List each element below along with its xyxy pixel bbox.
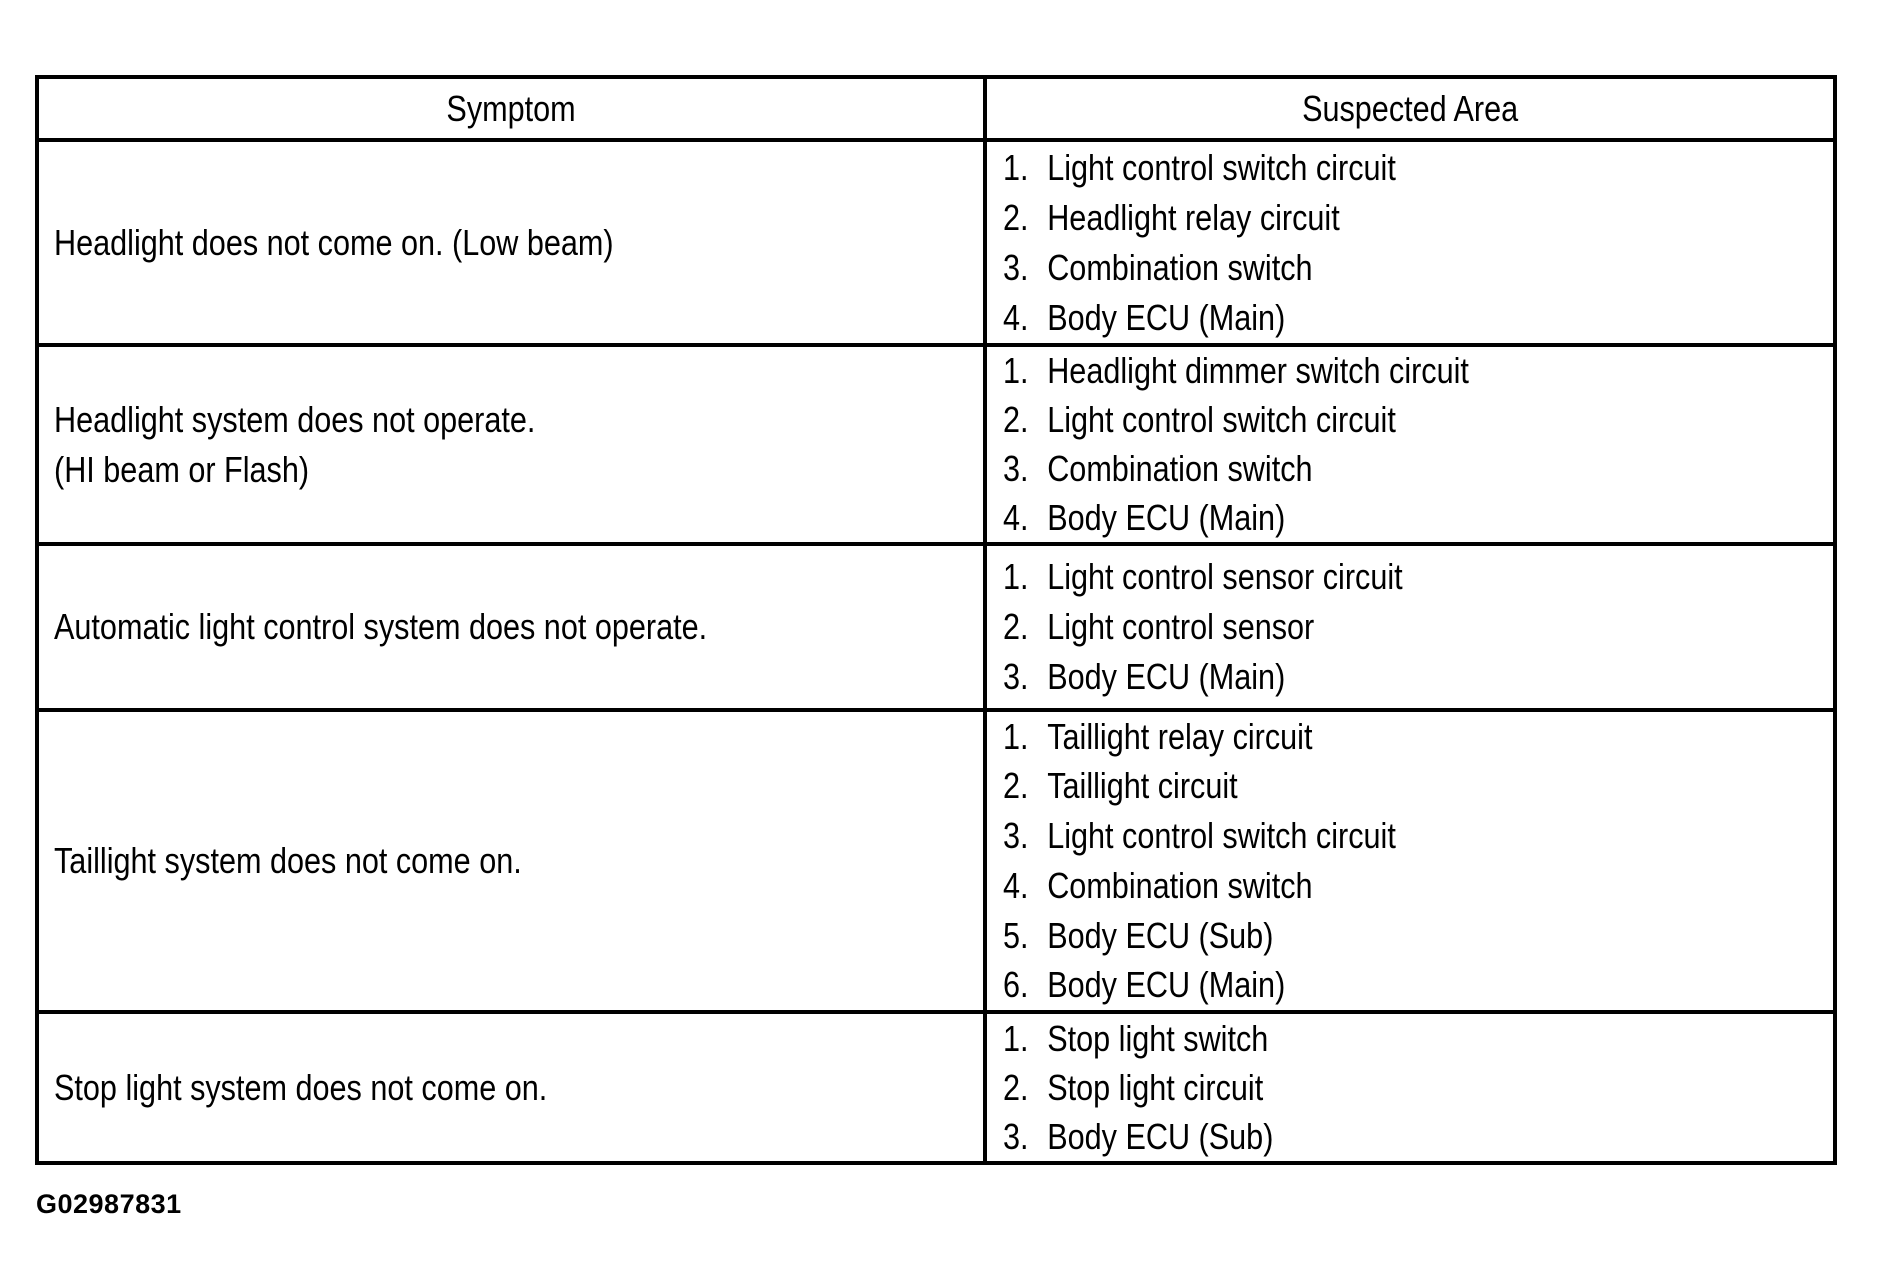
list-item: 2. Stop light circuit [1003,1063,1833,1112]
list-item-label: Body ECU (Sub) [1047,914,1274,956]
list-item-label: Body ECU (Sub) [1047,1115,1274,1157]
list-item: 3. Light control switch circuit [1003,811,1833,861]
header-cell-suspected-area: Suspected Area [983,79,1833,138]
list-item-label: Headlight dimmer switch circuit [1047,350,1469,392]
list-item: 4. Combination switch [1003,861,1833,911]
list-item-number: 4. [1003,496,1029,538]
symptom-cell: Headlight does not come on. (Low beam) [39,138,983,343]
list-item-number: 3. [1003,656,1029,697]
list-item-label: Combination switch [1047,864,1313,906]
list-item: 3. Body ECU (Main) [1003,652,1833,702]
list-item: 1. Light control switch circuit [1003,143,1833,193]
list-item-number: 2. [1003,606,1029,647]
list-item-number: 2. [1003,196,1029,238]
list-item-label: Stop light switch [1047,1017,1269,1059]
list-item: 4. Body ECU (Main) [1003,493,1833,542]
list-item-label: Stop light circuit [1047,1066,1264,1108]
list-item: 1. Stop light switch [1003,1014,1833,1063]
list-item-number: 2. [1003,765,1029,807]
column-header-suspected-area: Suspected Area [1301,87,1519,129]
symptom-text: Stop light system does not come on. [54,1066,548,1108]
symptom-text: Headlight system does not operate. [54,398,536,440]
symptom-text: (HI beam or Flash) [54,448,310,490]
list-item-label: Combination switch [1047,447,1313,489]
list-item: 1. Taillight relay circuit [1003,712,1833,762]
symptom-cell: Headlight system does not operate. (HI b… [39,343,983,542]
list-item-label: Body ECU (Main) [1047,296,1286,338]
list-item-label: Light control switch circuit [1047,815,1396,857]
symptom-cell: Taillight system does not come on. [39,708,983,1010]
column-header-symptom: Symptom [446,87,576,129]
list-item: 2. Light control switch circuit [1003,396,1833,445]
list-item-label: Light control switch circuit [1047,399,1396,441]
list-item-number: 4. [1003,864,1029,906]
list-item-label: Light control switch circuit [1047,146,1396,188]
symptom-text: Taillight system does not come on. [54,840,522,881]
symptom-text: Automatic light control system does not … [54,606,708,647]
list-item-label: Combination switch [1047,246,1313,288]
list-item: 3. Combination switch [1003,445,1833,494]
list-item: 1. Headlight dimmer switch circuit [1003,347,1833,396]
list-item: 3. Body ECU (Sub) [1003,1112,1833,1161]
list-item: 5. Body ECU (Sub) [1003,911,1833,961]
symptom-cell: Stop light system does not come on. [39,1010,983,1161]
symptom-text: Headlight does not come on. (Low beam) [54,221,614,263]
list-item-label: Body ECU (Main) [1047,656,1286,697]
list-item-number: 3. [1003,447,1029,489]
list-item-number: 1. [1003,146,1029,188]
list-item-number: 1. [1003,715,1029,757]
list-item-number: 3. [1003,815,1029,857]
list-item-number: 5. [1003,914,1029,956]
figure-id: G02987831 [36,1189,182,1219]
list-item: 2. Headlight relay circuit [1003,193,1833,243]
list-item-number: 3. [1003,1115,1029,1157]
list-item: 6. Body ECU (Main) [1003,960,1833,1010]
symptom-cell: Automatic light control system does not … [39,542,983,708]
list-item-label: Light control sensor [1047,606,1315,647]
list-item-number: 4. [1003,296,1029,338]
list-item-label: Light control sensor circuit [1047,556,1403,597]
list-item-number: 2. [1003,399,1029,441]
suspected-area-cell: 1. Stop light switch 2. Stop light circuit… [983,1010,1833,1161]
list-item: 2. Taillight circuit [1003,762,1833,812]
suspected-area-cell: 1. Taillight relay circuit 2. Taillight ci… [983,708,1833,1010]
list-item-label: Headlight relay circuit [1047,196,1340,238]
diagnostic-symptom-table: Symptom Suspected Area Headlight does no… [35,75,1837,1165]
list-item-number: 6. [1003,964,1029,1006]
list-item-label: Taillight relay circuit [1047,715,1313,757]
list-item-label: Body ECU (Main) [1047,964,1286,1006]
list-item: 3. Combination switch [1003,243,1833,293]
list-item: 2. Light control sensor [1003,602,1833,652]
list-item-number: 1. [1003,1017,1029,1059]
suspected-area-cell: 1. Light control sensor circuit 2. Light c… [983,542,1833,708]
list-item-number: 2. [1003,1066,1029,1108]
list-item: 1. Light control sensor circuit [1003,552,1833,602]
list-item-label: Taillight circuit [1047,765,1238,807]
suspected-area-cell: 1. Light control switch circuit 2. Headlig… [983,138,1833,343]
list-item-number: 3. [1003,246,1029,288]
suspected-area-cell: 1. Headlight dimmer switch circuit 2. Ligh… [983,343,1833,542]
list-item-number: 1. [1003,350,1029,392]
header-cell-symptom: Symptom [39,79,983,138]
list-item-number: 1. [1003,556,1029,597]
list-item-label: Body ECU (Main) [1047,496,1286,538]
list-item: 4. Body ECU (Main) [1003,293,1833,343]
